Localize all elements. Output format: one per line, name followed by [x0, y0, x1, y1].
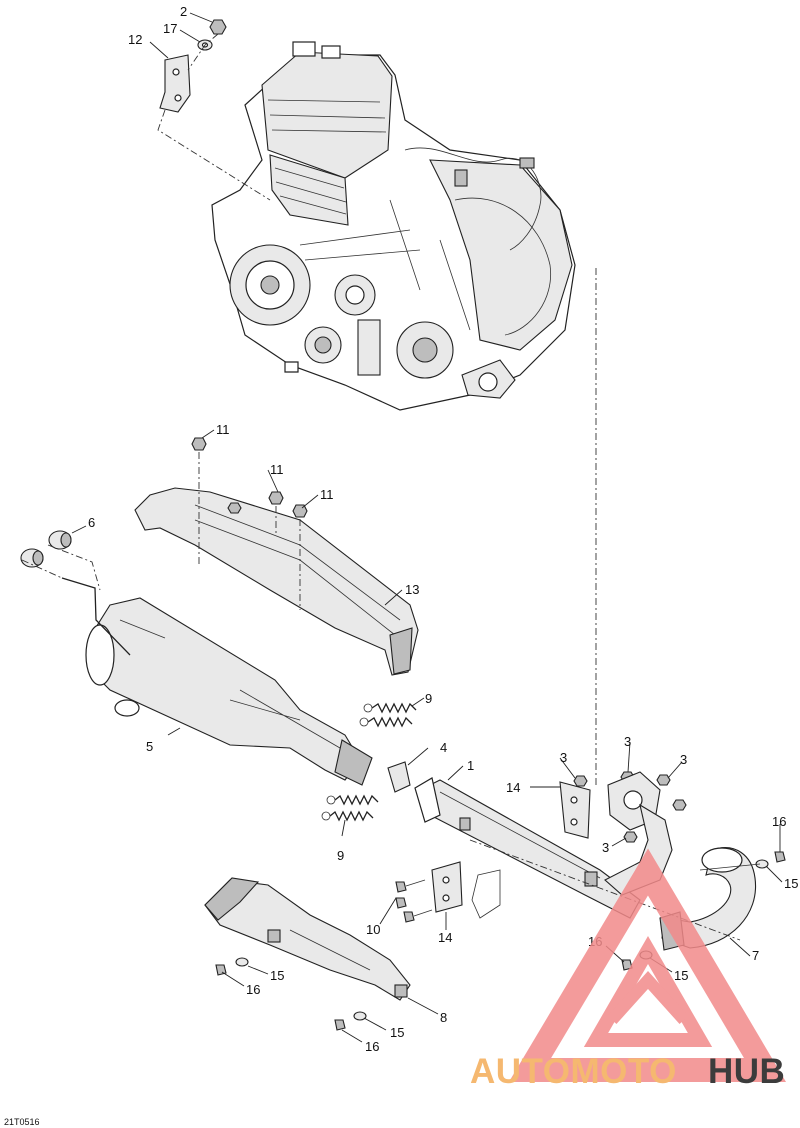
callout-11: 11 [270, 462, 284, 477]
callout-2: 2 [180, 4, 187, 19]
nut [209, 19, 227, 35]
callout-7: 7 [752, 948, 759, 963]
rubber-grommet [20, 530, 72, 568]
callout-3: 3 [602, 840, 609, 855]
callout-16: 16 [246, 982, 260, 997]
callout-15: 15 [390, 1025, 404, 1040]
nut [292, 504, 308, 518]
nut [227, 502, 242, 514]
washer [235, 957, 249, 967]
muffler [61, 577, 373, 786]
callout-15: 15 [784, 876, 798, 891]
callout-3: 3 [680, 752, 687, 767]
engine-support-bracket [159, 54, 191, 113]
pipe-bracket [559, 781, 591, 839]
callout-16: 16 [365, 1039, 379, 1054]
exhaust-spring [359, 702, 417, 728]
nut [573, 775, 588, 787]
callout-15: 15 [270, 968, 284, 983]
figure-reference: 21T0516 [4, 1117, 40, 1127]
pipe-bracket [431, 861, 463, 913]
callout-14: 14 [438, 930, 452, 945]
callout-16: 16 [772, 814, 786, 829]
exhaust-gasket [387, 761, 411, 793]
bolt [395, 879, 426, 893]
callout-14: 14 [506, 780, 520, 795]
nut [623, 831, 638, 843]
callout-3: 3 [624, 734, 631, 749]
nut [268, 491, 284, 505]
automotohub-logo [508, 848, 787, 1082]
callout-15: 15 [674, 968, 688, 983]
exhaust-spring [321, 794, 379, 822]
callout-4: 4 [440, 740, 447, 755]
callout-8: 8 [440, 1010, 447, 1025]
callout-6: 6 [88, 515, 95, 530]
callout-3: 3 [560, 750, 567, 765]
callout-11: 11 [216, 422, 230, 437]
callout-9: 9 [425, 691, 432, 706]
callout-11: 11 [320, 487, 334, 502]
callout-17: 17 [163, 21, 177, 36]
callout-13: 13 [405, 582, 419, 597]
nut [656, 774, 671, 786]
engine-assembly [211, 41, 576, 411]
washer [353, 1011, 367, 1021]
bolt [774, 851, 786, 863]
callout-9: 9 [337, 848, 344, 863]
callout-5: 5 [146, 739, 153, 754]
callout-10: 10 [366, 922, 380, 937]
callout-12: 12 [128, 32, 142, 47]
bolt [334, 1019, 346, 1031]
watermark-text-primary: AUTOMOTO [470, 1052, 677, 1091]
nut [191, 437, 207, 451]
bolt [403, 909, 433, 923]
nut [672, 799, 687, 811]
front-heat-shield [204, 877, 411, 1001]
watermark-text-secondary: HUB [708, 1052, 785, 1091]
bolt [395, 897, 407, 909]
callout-1: 1 [467, 758, 474, 773]
